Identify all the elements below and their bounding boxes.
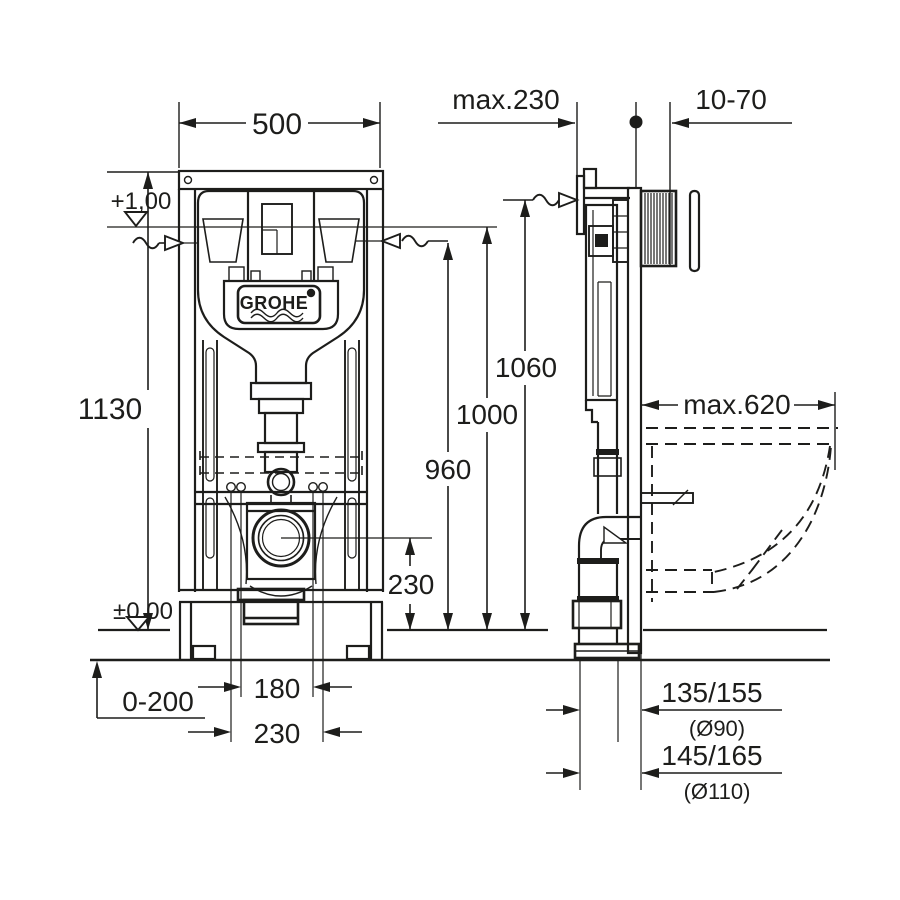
dim-drain-110: 145/165 (Ø110) [546, 740, 782, 804]
foot-plate-right [345, 644, 371, 661]
level-upper-label: +1,00 [111, 188, 172, 215]
flush-pipe-side [593, 422, 622, 514]
frame-struts [202, 340, 360, 590]
reference-marker [629, 102, 643, 188]
level-symbol-upper [123, 211, 149, 228]
dim-height-bracket-label: 1060 [495, 352, 557, 383]
dim-bowl-depth-label: max.620 [683, 389, 790, 420]
fixing-rod [640, 489, 694, 506]
dim-plate-adjust-label: 10-70 [695, 84, 767, 115]
dim-height-level-label: 1000 [456, 399, 518, 430]
flush-elbow [266, 467, 296, 497]
top-rail [177, 169, 385, 191]
front-view: GROHE [177, 169, 385, 742]
frame-rails [177, 189, 385, 604]
actuation-plate [688, 189, 701, 273]
dim-frame-height-label: 1130 [78, 393, 143, 426]
flush-sleeve [639, 189, 678, 268]
dim-outlet-height: 230 [281, 537, 435, 630]
dim-fixing-spacing-label: 180 [254, 673, 301, 704]
threaded-rods [230, 491, 324, 742]
dim-height-bracket: 1060 [495, 200, 557, 630]
dim-drain-90-label: 135/155 [661, 677, 762, 708]
outlet [224, 496, 338, 597]
panel-latches [228, 266, 334, 282]
dim-outlet-height-label: 230 [388, 569, 435, 600]
level-floor: ±0,00 [113, 598, 173, 632]
dim-height-level: 1000 [456, 227, 518, 630]
side-view [571, 102, 838, 660]
dim-bottom-width: 230 [188, 718, 362, 749]
dim-drain-110-label: 145/165 [661, 740, 762, 771]
inspection-shaft [246, 191, 316, 280]
drain-extension-lines [579, 653, 642, 790]
supply-arrow-right [356, 232, 448, 250]
dim-frame-width: 500 [178, 102, 381, 168]
dim-feet-range-label: 0-200 [122, 686, 194, 717]
tank-wall-right [318, 218, 360, 263]
level-upper: +1,00 [107, 188, 497, 228]
dim-drain-90: 135/155 (Ø90) [546, 677, 782, 741]
tank-wall-left [202, 218, 244, 263]
brand-text: GROHE [240, 293, 309, 313]
wall-bracket [575, 167, 630, 236]
cistern-profile [584, 203, 619, 424]
supply-arrow-side [503, 191, 580, 209]
wc-bowl-outline [646, 427, 838, 602]
fill-valve [588, 225, 614, 257]
dim-drain-110-dia-label: (Ø110) [684, 779, 751, 804]
dim-height-supply-label: 960 [425, 454, 472, 485]
dim-fixing-spacing: 180 [198, 673, 352, 704]
dim-plate-adjust: 10-70 [669, 84, 792, 266]
foot-plate-left [191, 644, 217, 661]
dim-wall-depth-label: max.230 [452, 84, 559, 115]
logo-dot [306, 288, 316, 298]
dim-width-top-label: 500 [252, 108, 302, 141]
level-symbol-floor [124, 616, 152, 632]
frame-plate [626, 186, 643, 655]
dim-bowl-depth: max.620 [642, 389, 836, 470]
dimensions: 500 max.230 10-70 1130 +1,00 [78, 84, 836, 804]
support-foot [573, 642, 641, 660]
support-legs [178, 602, 384, 661]
floor-lines [90, 628, 830, 662]
drain-bend [571, 515, 641, 645]
dim-bottom-width-label: 230 [254, 718, 301, 749]
grohe-logo: GROHE [236, 284, 322, 325]
drain-socket [236, 587, 306, 626]
flush-pipe [249, 381, 313, 503]
dim-feet-range: 0-200 [92, 661, 205, 719]
rail-hole-left [183, 175, 193, 185]
mounting-band [199, 451, 363, 479]
access-panel [222, 279, 340, 331]
dim-height-supply: 960 [425, 243, 472, 630]
supply-arrow-left [132, 234, 198, 252]
dim-wall-depth: max.230 [438, 84, 578, 196]
pipe-connector [612, 199, 629, 263]
dim-frame-height: 1130 [78, 171, 179, 630]
dim-drain-90-dia-label: (Ø90) [689, 716, 745, 741]
rail-hole-right [369, 175, 379, 185]
